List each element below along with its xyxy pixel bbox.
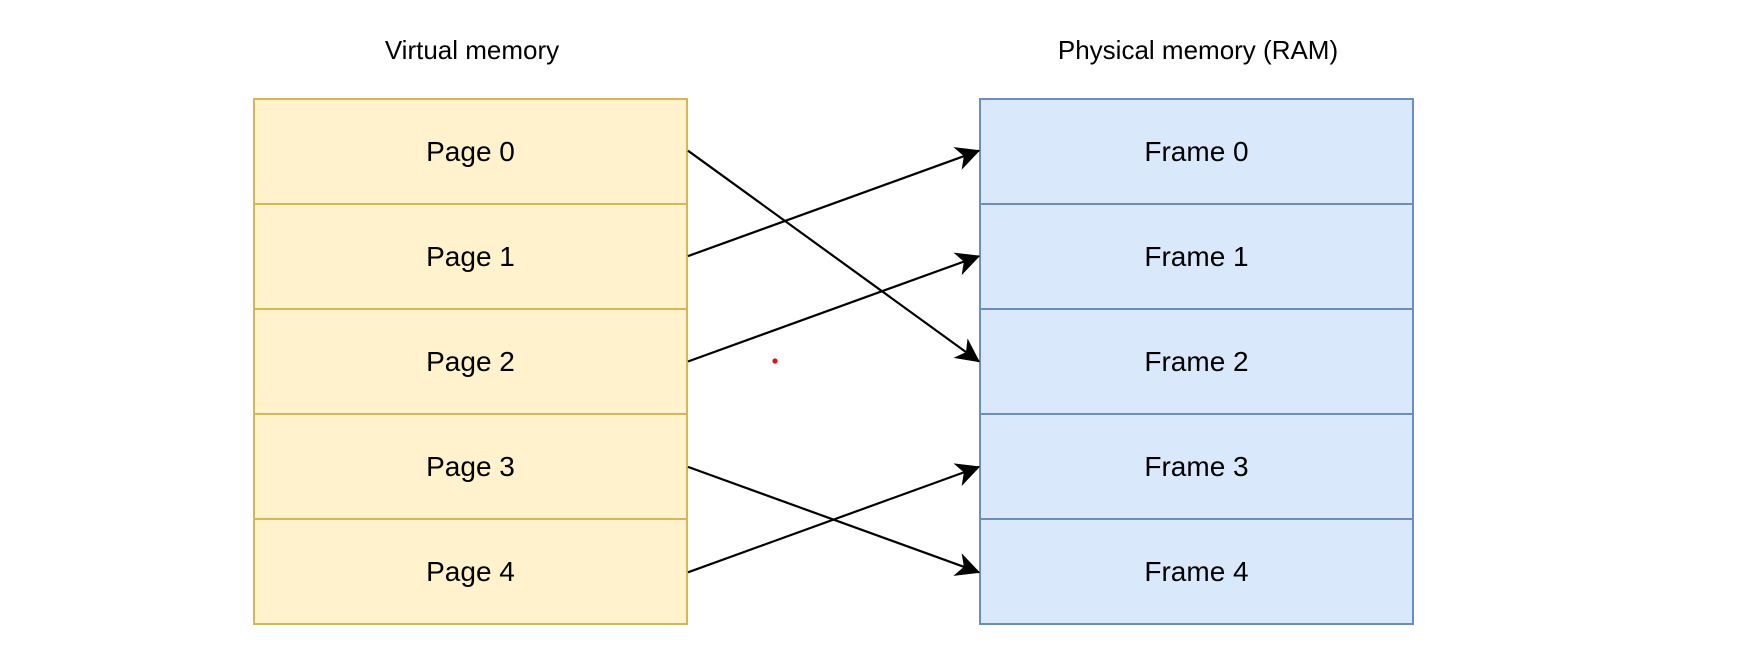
arrow-page-0-to-frame-2 [687,149,980,363]
frame-1-cell: Frame 1 [979,203,1414,310]
page-0-cell: Page 0 [253,98,688,205]
page-3-cell: Page 3 [253,413,688,520]
physical-memory-stack: Frame 0 Frame 1 Frame 2 Frame 3 Frame 4 [979,98,1414,625]
page-2-cell: Page 2 [253,308,688,415]
physical-memory-title: Physical memory (RAM) [1057,35,1339,65]
frame-2-cell: Frame 2 [979,308,1414,415]
arrow-page-1-to-frame-0 [687,147,981,258]
arrow-page-4-to-frame-3 [687,463,981,574]
arrow-page-3-to-frame-4 [687,465,981,576]
page-1-cell: Page 1 [253,203,688,310]
page-4-cell: Page 4 [253,518,688,625]
frame-0-cell: Frame 0 [979,98,1414,205]
marker-dot [772,358,778,364]
frame-3-cell: Frame 3 [979,413,1414,520]
virtual-memory-stack: Page 0 Page 1 Page 2 Page 3 Page 4 [253,98,688,625]
frame-4-cell: Frame 4 [979,518,1414,625]
arrow-page-2-to-frame-1 [687,252,981,363]
virtual-memory-title: Virtual memory [384,35,560,65]
